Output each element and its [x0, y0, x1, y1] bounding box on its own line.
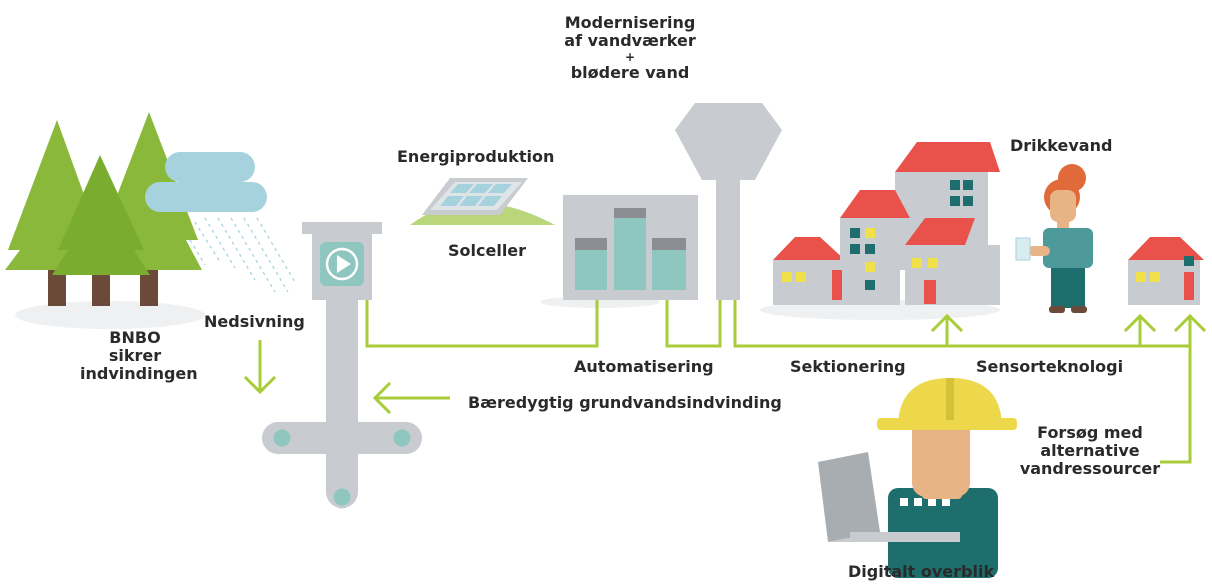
label-bnbo-line2: sikrer	[108, 346, 162, 365]
small-house-icon	[1128, 237, 1204, 305]
flow-pipes	[258, 300, 1192, 464]
label-bnbo: BNBO sikrer indvindingen	[80, 328, 198, 383]
label-sektionering: Sektionering	[790, 357, 906, 376]
label-sensorteknologi: Sensorteknologi	[976, 357, 1124, 376]
label-modernisering: Modernisering af vandværker + blødere va…	[550, 14, 710, 82]
rain-cloud-icon	[145, 152, 296, 293]
label-forsoeg-line1: Forsøg med	[1037, 423, 1143, 442]
label-bnbo-line3: indvindingen	[80, 364, 198, 383]
engineer-with-laptop-icon	[818, 378, 1017, 578]
label-modernisering-line2: af vandværker	[564, 31, 696, 50]
label-modernisering-line3: +	[624, 50, 636, 64]
solar-panel-icon	[410, 178, 555, 225]
label-nedsivning: Nedsivning	[204, 312, 305, 331]
label-bnbo-line1: BNBO	[109, 328, 161, 347]
waterworks-tanks-icon	[563, 195, 698, 300]
label-modernisering-line1: Modernisering	[564, 13, 696, 32]
label-digitalt-overblik: Digitalt overblik	[848, 562, 995, 581]
label-forsoeg-line3: vandressourcer	[1019, 459, 1161, 478]
label-forsoeg-line2: alternative	[1040, 441, 1140, 460]
label-automatisering: Automatisering	[574, 357, 714, 376]
label-energiproduktion: Energiproduktion	[397, 147, 555, 166]
label-modernisering-line4: blødere vand	[570, 63, 690, 82]
label-forsoeg: Forsøg med alternative vandressourcer	[1010, 424, 1170, 478]
water-tower-icon	[675, 103, 782, 300]
label-drikkevand: Drikkevand	[1010, 136, 1113, 155]
woman-with-water-glass-icon	[1015, 164, 1093, 313]
water-pump-icon	[262, 222, 422, 509]
houses-icon	[773, 142, 1000, 305]
arrow-heads	[243, 313, 1207, 415]
label-solceller: Solceller	[448, 241, 527, 260]
label-baeredygtig: Bæredygtig grundvandsindvinding	[468, 393, 782, 412]
